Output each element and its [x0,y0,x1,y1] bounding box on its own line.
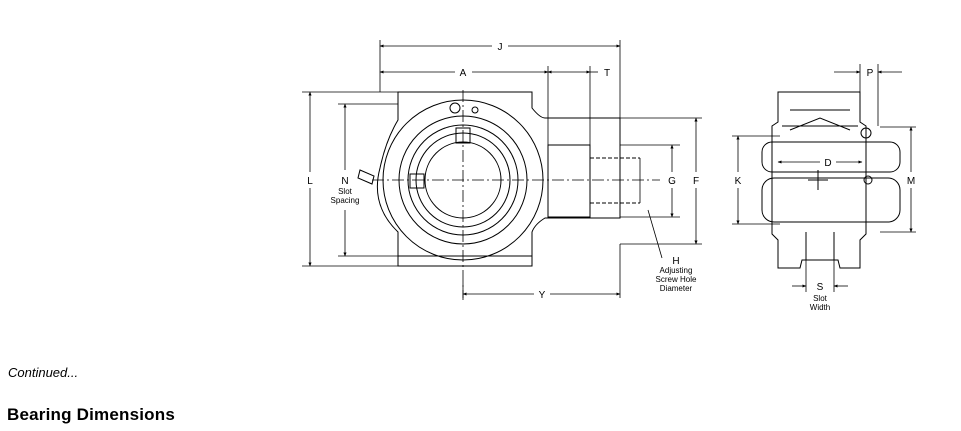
note-slot-spacing-1: Slot [338,187,353,196]
note-slot-width-1: Slot [813,294,828,303]
side-fitting [860,127,872,139]
side-housing [771,91,867,269]
label-H: H [672,256,679,267]
front-dimensions [302,40,702,298]
continued-text: Continued... [8,365,79,380]
slot-block [547,144,591,218]
note-slot-spacing-2: Spacing [331,196,360,205]
label-K: K [735,176,742,187]
label-G: G [668,176,676,187]
label-L: L [307,176,313,187]
side-fitting-lower [863,175,873,185]
front-view [357,90,660,300]
note-adjusting-3: Diameter [660,284,693,293]
section-heading: Bearing Dimensions [7,405,175,424]
label-P: P [867,68,874,79]
label-T: T [604,68,610,79]
roller-path [789,117,851,131]
label-A: A [460,68,467,79]
note-adjusting-2: Screw Hole [656,275,697,284]
label-Y: Y [539,290,546,301]
note-slot-width-2: Width [810,303,830,312]
set-screw-left [409,173,425,189]
label-J: J [498,42,503,53]
label-M: M [907,176,915,187]
shaft-upper [761,141,901,173]
dimension-labels: J A T P L N Slot Spacing G F K M D H Adj… [307,42,915,312]
label-D: D [824,158,831,169]
side-dimensions [732,64,916,292]
note-adjusting-1: Adjusting [660,266,693,275]
label-S: S [817,282,824,293]
label-F: F [693,176,699,187]
set-screw-top [455,127,471,144]
side-view [761,91,901,269]
fitting-hole [471,106,479,114]
label-N: N [341,176,348,187]
grease-fitting-side [357,169,375,185]
housing-outline [376,91,621,267]
shaft-lower [761,177,901,223]
grease-fitting-top [449,102,461,114]
